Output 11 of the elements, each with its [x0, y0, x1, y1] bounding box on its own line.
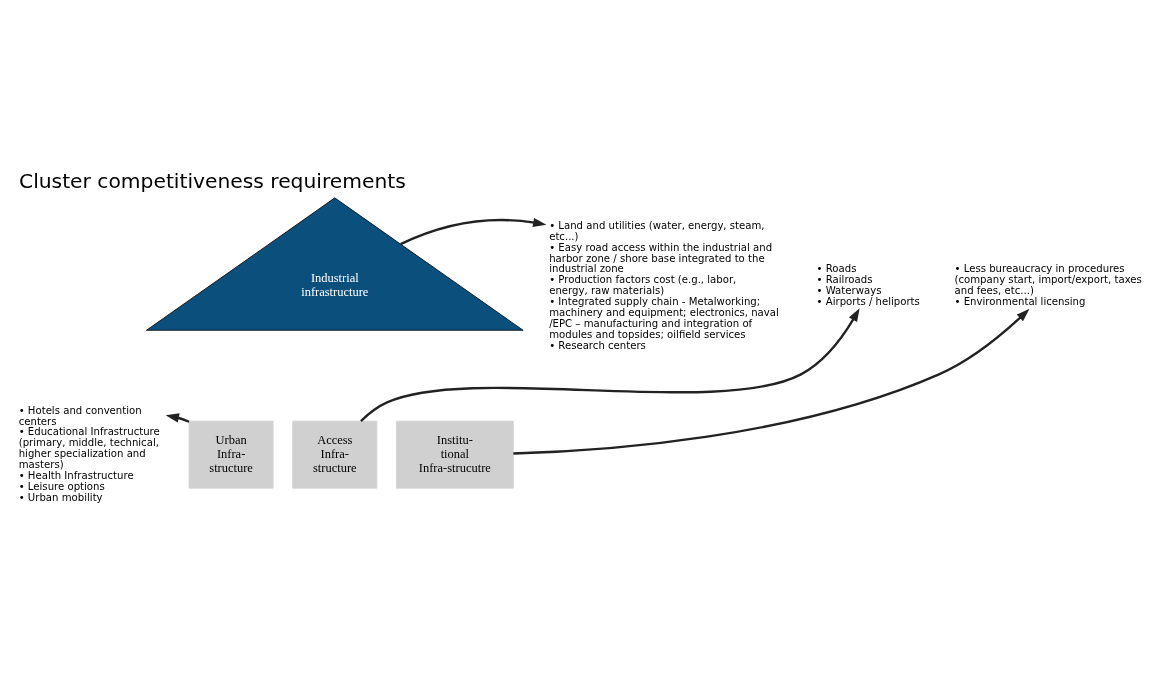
node-text: • Land and utilities (water, energy, steam, etc...) • Easy road access within the industrial and harbor zone / shore base integrated to the industrial zone • Production factors cost (e.g., labor, energy, raw materials) • Integrated supply chain - Metalworking; machinery and equipment; electronics, naval /EPC – manufacturing and integration of modules and topsides; oilfield services • Research centers: [549, 219, 779, 351]
node-box: Institu- tional Infra-strucutre: [396, 420, 514, 489]
node-text: • Roads • Railroads • Waterways • Airports / heliports: [816, 262, 920, 307]
arrow: [360, 307, 860, 422]
node-box: Access Infra- structure: [292, 420, 378, 489]
arrow: [400, 217, 547, 245]
node-box: Urban Infra- structure: [188, 420, 274, 489]
arrow: [513, 308, 1030, 455]
node-text: • Hotels and convention centers • Educational Infrastructure (primary, middle, technical, higher specialization and masters) • Health Infrastructure • Leisure options • Urban mobility: [18, 404, 160, 503]
node-text: • Less bureaucracy in procedures (company start, import/export, taxes and fees, etc...) • Environmental licensing: [954, 262, 1142, 307]
diagram-title: Cluster competitiveness requirements: [19, 168, 406, 193]
